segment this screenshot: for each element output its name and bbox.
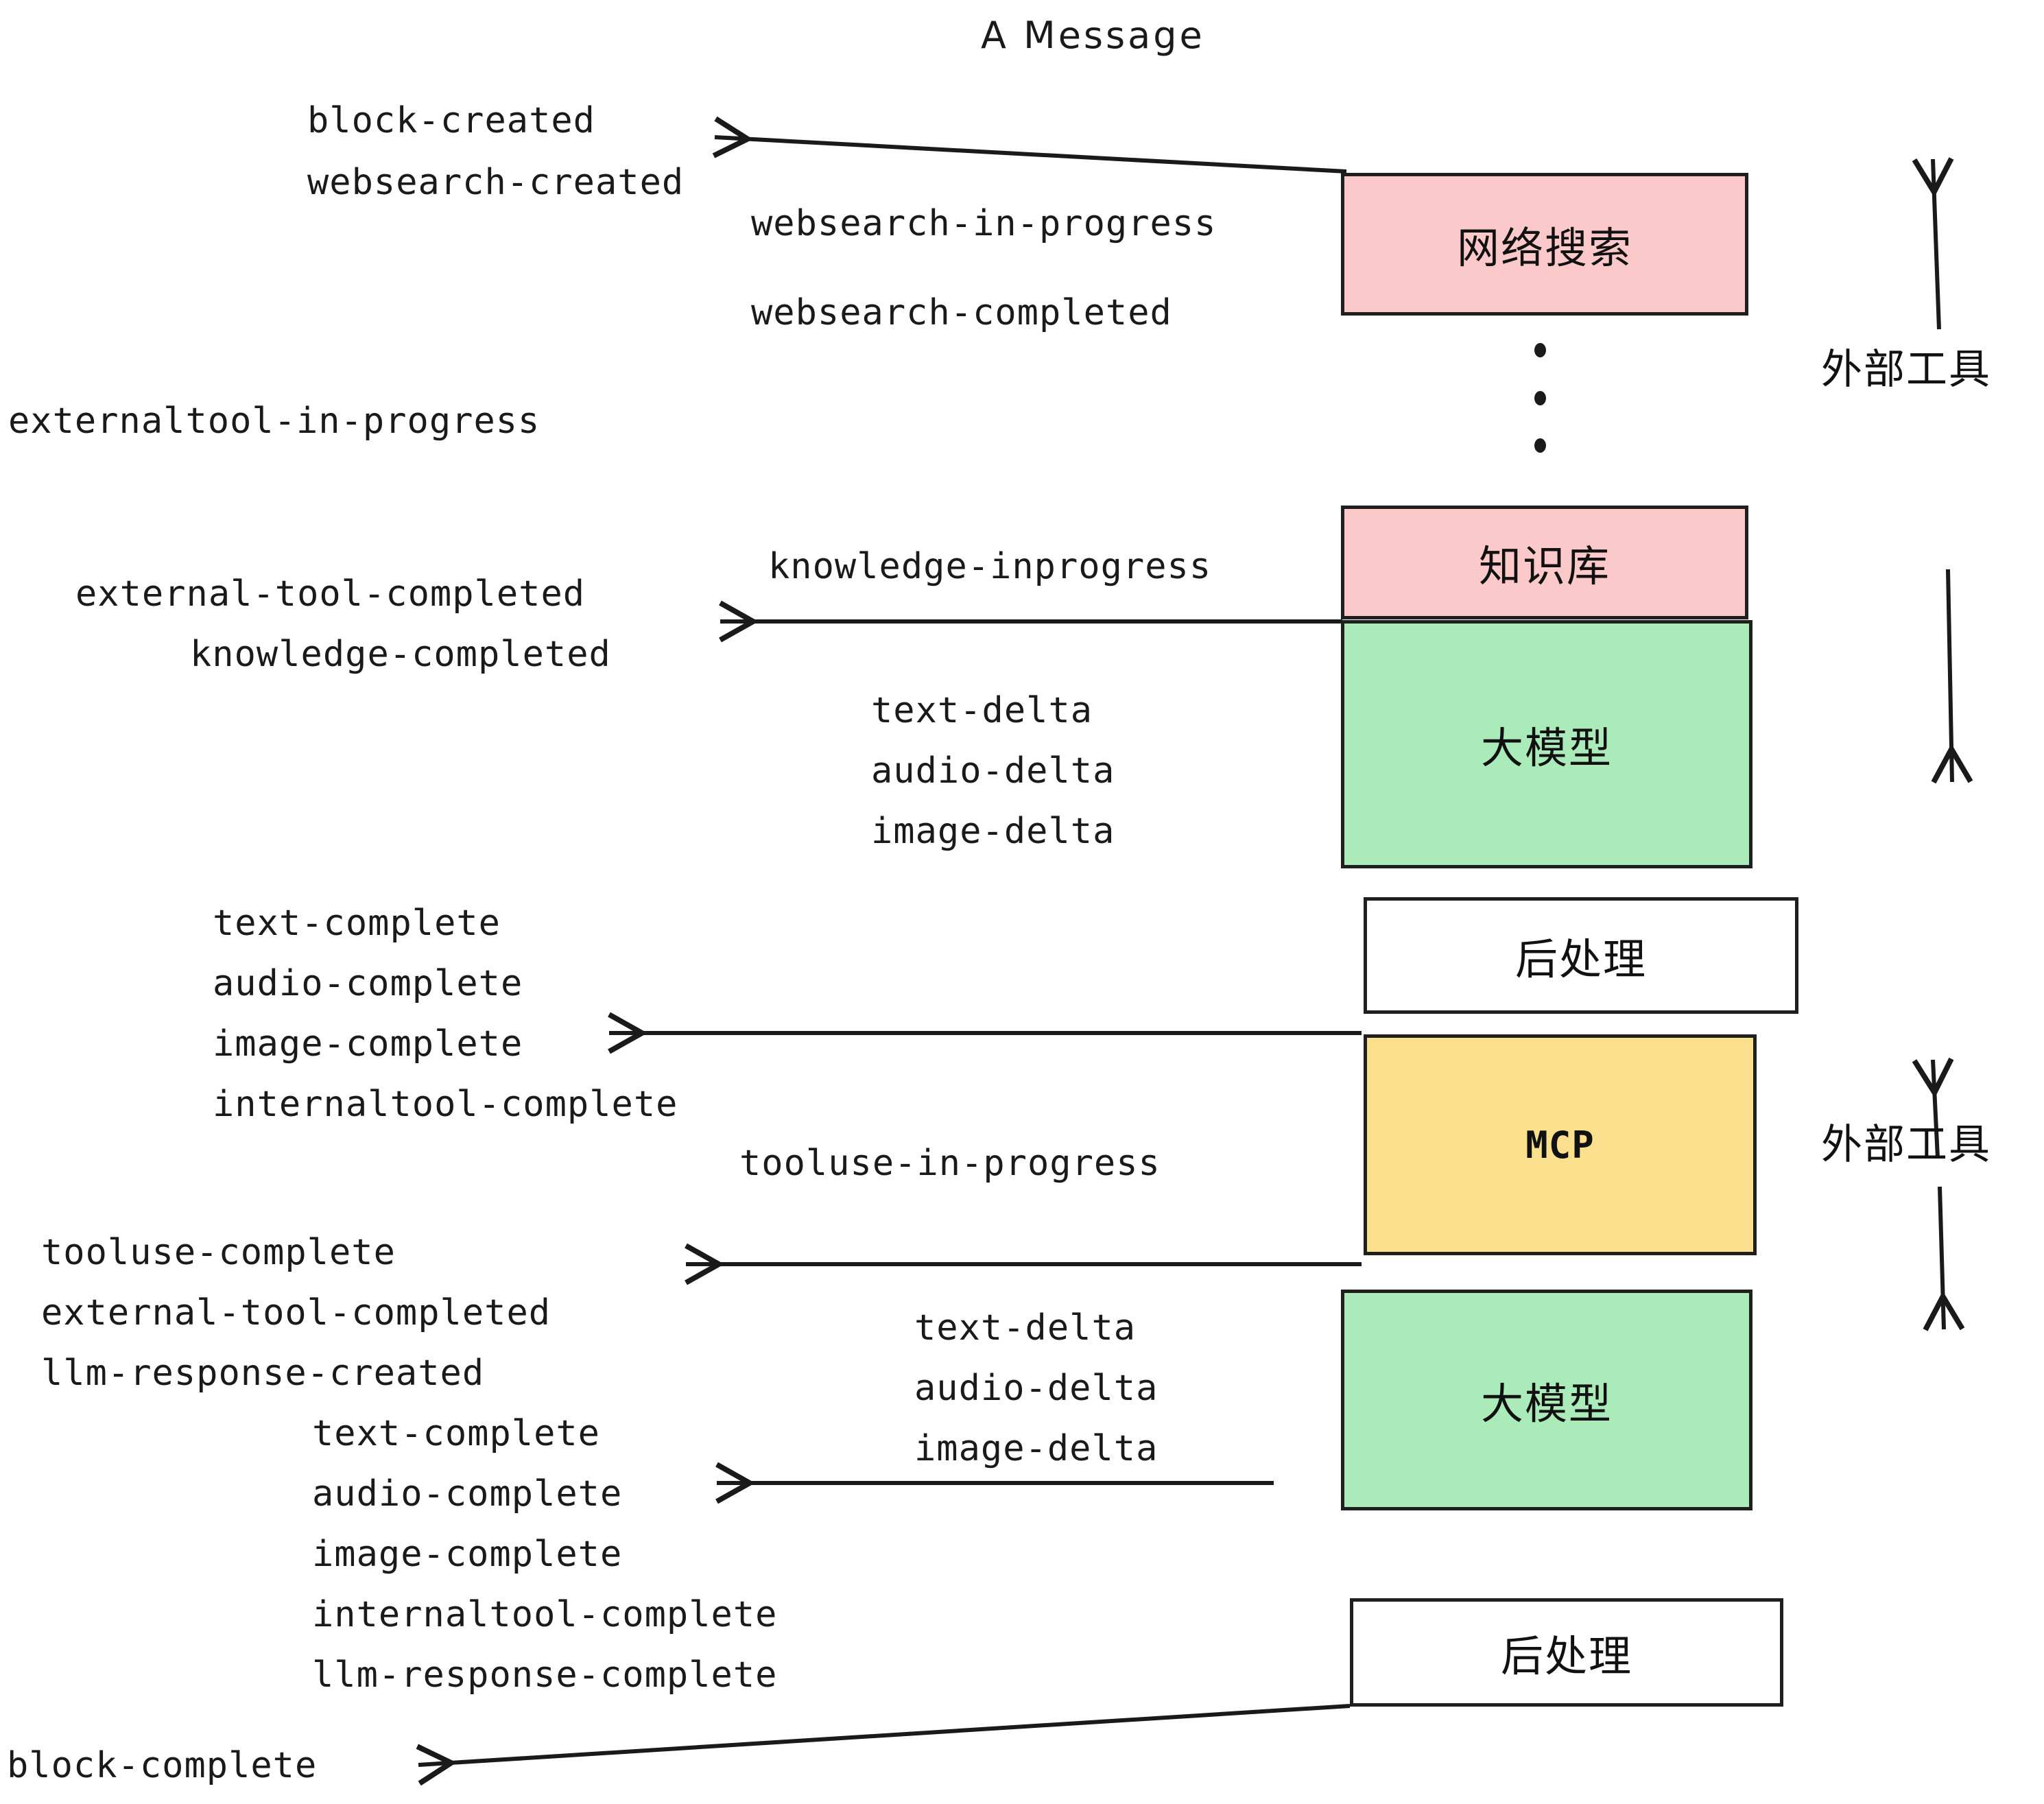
event-text-complete-2: text-complete — [312, 1413, 600, 1454]
arrow-external-tool-top-down — [1948, 569, 1952, 782]
arrow-block-complete — [418, 1704, 1351, 1765]
side-label-external-tool-bottom: 外部工具 — [1821, 1121, 1991, 1169]
event-external-tool-completed-2: external-tool-completed — [41, 1292, 551, 1333]
event-block-created: block-created — [307, 100, 595, 141]
dot-2 — [1534, 390, 1546, 405]
node-llm-top-label: 大模型 — [1480, 723, 1613, 773]
event-text-delta-1: text-delta — [871, 690, 1093, 731]
event-externaltool-in-progress: externaltool-in-progress — [8, 401, 540, 442]
event-knowledge-completed: knowledge-completed — [190, 634, 611, 675]
event-image-delta-2: image-delta — [914, 1428, 1158, 1469]
arrow-external-tool-bottom-down — [1940, 1186, 1944, 1329]
event-websearch-created: websearch-created — [307, 162, 685, 203]
dot-3 — [1534, 438, 1546, 453]
node-knowledge-base-label: 知识库 — [1478, 541, 1611, 591]
event-image-delta-1: image-delta — [871, 811, 1115, 852]
arrow-block-created — [715, 137, 1347, 174]
event-websearch-completed: websearch-completed — [751, 292, 1172, 333]
event-knowledge-inprogress: knowledge-inprogress — [768, 546, 1212, 587]
event-audio-delta-2: audio-delta — [914, 1368, 1158, 1409]
node-llm-bottom-label: 大模型 — [1480, 1379, 1613, 1429]
event-external-tool-completed-1: external-tool-completed — [75, 573, 586, 615]
side-label-external-tool-top: 外部工具 — [1821, 346, 1991, 394]
node-llm-top[interactable]: 大模型 — [1341, 620, 1752, 868]
event-text-delta-2: text-delta — [914, 1307, 1137, 1349]
node-mcp[interactable]: MCP — [1364, 1034, 1757, 1255]
event-tooluse-in-progress: tooluse-in-progress — [739, 1143, 1161, 1184]
node-llm-bottom[interactable]: 大模型 — [1341, 1290, 1752, 1510]
event-image-complete-1: image-complete — [213, 1023, 523, 1065]
event-internaltool-complete-2: internaltool-complete — [312, 1594, 778, 1635]
node-postprocess-bottom-label: 后处理 — [1500, 1631, 1632, 1681]
node-knowledge-base[interactable]: 知识库 — [1341, 506, 1748, 619]
node-websearch-label: 网络搜索 — [1456, 223, 1632, 273]
node-postprocess-bottom[interactable]: 后处理 — [1350, 1598, 1783, 1707]
event-block-complete: block-complete — [7, 1745, 318, 1786]
event-tooluse-complete: tooluse-complete — [41, 1232, 396, 1273]
event-audio-complete-2: audio-complete — [312, 1473, 623, 1515]
event-llm-response-created: llm-response-created — [41, 1353, 485, 1394]
event-llm-response-complete: llm-response-complete — [312, 1654, 778, 1696]
node-websearch[interactable]: 网络搜索 — [1341, 173, 1748, 316]
event-internaltool-complete-1: internaltool-complete — [213, 1084, 678, 1125]
node-postprocess-top-label: 后处理 — [1514, 934, 1647, 984]
dot-1 — [1534, 343, 1546, 357]
page-title: A Message — [981, 14, 1205, 57]
event-audio-delta-1: audio-delta — [871, 750, 1115, 792]
node-postprocess-top[interactable]: 后处理 — [1364, 897, 1798, 1014]
event-websearch-in-progress: websearch-in-progress — [751, 203, 1217, 244]
event-image-complete-2: image-complete — [312, 1534, 623, 1575]
event-audio-complete-1: audio-complete — [213, 963, 523, 1004]
arrow-external-tool-top-up — [1933, 159, 1939, 330]
ellipsis-vertical — [1533, 343, 1547, 453]
event-text-complete-1: text-complete — [213, 903, 501, 944]
node-mcp-label: MCP — [1525, 1123, 1595, 1167]
